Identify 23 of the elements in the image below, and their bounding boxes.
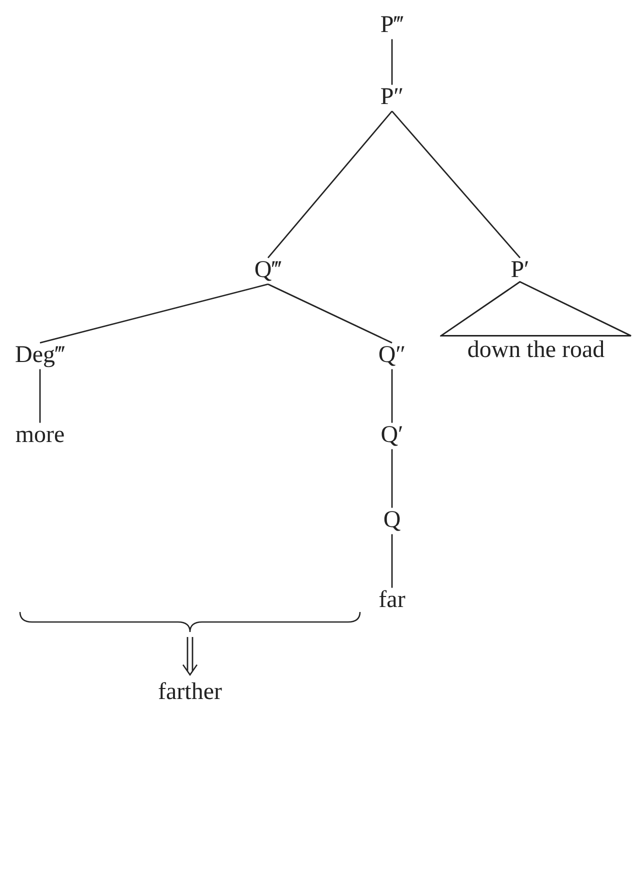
tree-branch [267,110,393,258]
tree-label: more [15,422,65,448]
tree-label: P‴ [380,12,404,38]
tree-branch [391,534,393,588]
tree-label: P″ [380,84,404,110]
tree-label: Q″ [378,342,406,368]
tree-branch [391,369,393,423]
brace [19,611,361,633]
tree-branch [39,369,41,423]
tree-label: Q [383,506,401,534]
tree-label: Q‴ [254,256,282,284]
double-arrow [182,637,198,676]
tree-branch [391,39,393,85]
tree-label: Q′ [380,422,404,448]
tree-branch [391,449,393,508]
tree-label: far [378,586,406,614]
tree-label: P′ [510,256,530,284]
tree-branch [268,284,392,344]
tree-label: farther [158,678,222,706]
tree-branch [40,284,268,344]
phrase-text: down the road [467,336,605,364]
tree-branch [391,110,521,258]
tree-label: Deg‴ [15,342,65,368]
